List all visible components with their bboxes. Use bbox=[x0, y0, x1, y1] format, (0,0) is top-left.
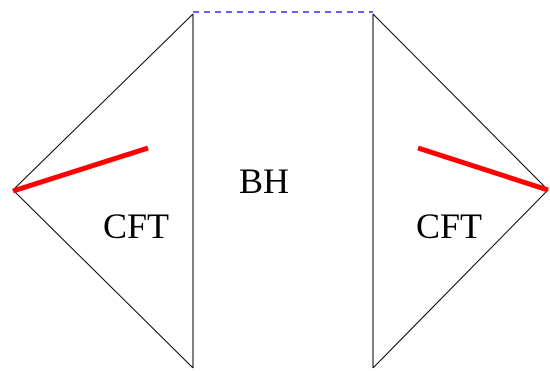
right-triangle bbox=[372, 13, 549, 369]
label-cft-left: CFT bbox=[103, 206, 169, 246]
label-bh: BH bbox=[239, 161, 289, 201]
right-red-segment bbox=[417, 145, 549, 193]
label-cft-right: CFT bbox=[416, 206, 482, 246]
left-triangle bbox=[12, 13, 194, 369]
left-red-segment bbox=[12, 145, 149, 194]
